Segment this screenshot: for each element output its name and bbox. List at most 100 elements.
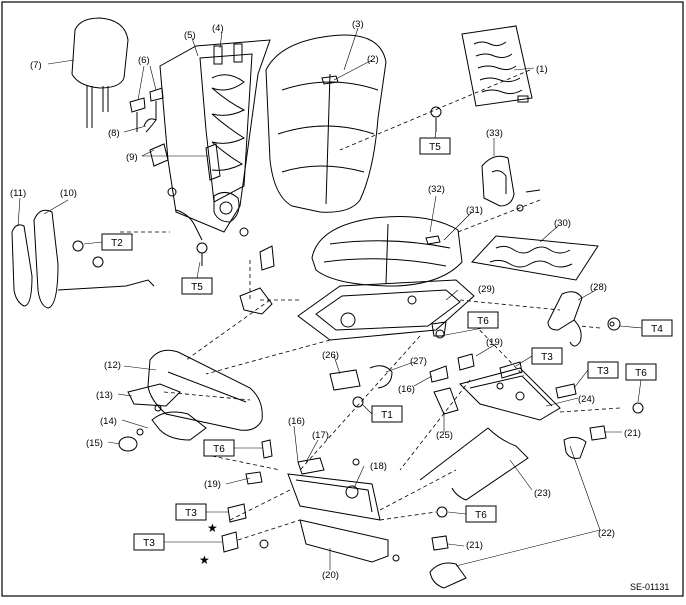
callout: (16) — [288, 416, 305, 427]
torque-box: T3 — [531, 347, 563, 365]
callout: (1) — [536, 64, 548, 75]
connector-bracket — [329, 369, 361, 391]
callout: (18) — [370, 461, 387, 472]
screw — [392, 554, 400, 562]
callout: (33) — [486, 128, 503, 139]
grommet — [72, 240, 84, 252]
slide-lever — [151, 411, 207, 441]
torque-label: T3 — [185, 508, 197, 519]
torque-label: T1 — [381, 410, 393, 421]
lower-bracket — [239, 287, 273, 315]
callout: (6) — [138, 55, 150, 66]
clip-part — [143, 118, 157, 133]
torque-boxes: T5 T2 T5 T6 T4 T3 T3 T6 — [101, 137, 673, 551]
torque-label: T3 — [541, 352, 553, 363]
side-shield — [481, 155, 541, 212]
bracket-parts — [149, 143, 221, 181]
seat-frame — [297, 279, 475, 341]
backrest-cover — [265, 34, 387, 213]
callout-labels: (1) (2) (3) (4) (5) (6) (7) (8) (9) (10)… — [10, 19, 641, 581]
bolts-right — [499, 317, 644, 414]
torque-label: T3 — [597, 366, 609, 377]
callout: (32) — [428, 184, 445, 195]
assembly-lines — [120, 69, 621, 541]
callout: (14) — [100, 416, 117, 427]
callout: (8) — [108, 128, 120, 139]
grommet — [92, 256, 104, 268]
callout: (27) — [410, 356, 427, 367]
callout: (23) — [534, 488, 551, 499]
figure-id: SE-01131 — [630, 582, 669, 592]
star-marks: ★ ★ — [199, 521, 218, 567]
cap — [118, 436, 138, 452]
callout: (12) — [104, 360, 121, 371]
headrest-guides — [129, 87, 164, 132]
torque-box: T3 — [175, 503, 207, 521]
callout: (15) — [86, 438, 103, 449]
torque-box: T6 — [625, 363, 657, 381]
callout: (20) — [322, 570, 339, 581]
callout: (2) — [367, 54, 379, 65]
torque-box: T6 — [467, 311, 499, 329]
screw — [154, 404, 162, 412]
torque-label: T6 — [477, 316, 489, 327]
callout: (19) — [204, 479, 221, 490]
callout: (28) — [590, 282, 607, 293]
seat-cushion — [311, 216, 463, 287]
clip-16 — [429, 365, 449, 383]
callout: (29) — [478, 284, 495, 295]
side-trim-cover — [147, 349, 263, 431]
washer — [435, 329, 445, 339]
callout: (31) — [466, 205, 483, 216]
torque-box: T2 — [101, 233, 133, 251]
callout: (30) — [554, 218, 571, 229]
callout: (13) — [96, 390, 113, 401]
torque-label: T5 — [429, 142, 441, 153]
callout: (11) — [10, 188, 26, 199]
nut — [609, 321, 615, 327]
callout: (7) — [30, 60, 42, 71]
callout: (16) — [398, 384, 415, 395]
release-wire — [57, 279, 155, 291]
callout: (19) — [486, 337, 503, 348]
recliner-mechanism — [167, 187, 249, 241]
torque-label: T3 — [143, 538, 155, 549]
seatbelt-buckle — [547, 291, 583, 347]
lever-knob — [127, 383, 181, 407]
torque-box: T5 — [419, 137, 451, 155]
callout: (9) — [126, 152, 138, 163]
torque-leaders — [83, 129, 643, 543]
star-icon: ★ — [199, 553, 210, 567]
torque-label: T6 — [635, 368, 647, 379]
towel-bar — [419, 427, 529, 501]
rail-cover — [299, 519, 389, 563]
torque-box: T4 — [641, 319, 673, 337]
bracket-25 — [433, 387, 459, 415]
clip-19 — [457, 353, 475, 371]
bolt — [196, 242, 208, 266]
backrest-frame — [159, 39, 271, 233]
callout: (21) — [624, 428, 641, 439]
callout: (25) — [436, 430, 453, 441]
callout: (3) — [352, 19, 364, 30]
torque-label: T6 — [475, 510, 487, 521]
screw — [136, 428, 144, 436]
lower-clip — [259, 245, 275, 271]
headrest — [71, 17, 129, 128]
star-icon: ★ — [207, 521, 218, 535]
torque-box: T3 — [133, 533, 165, 551]
side-covers — [11, 209, 59, 309]
callout: (26) — [322, 350, 339, 361]
end-cap — [429, 562, 467, 589]
callout: (5) — [184, 30, 196, 41]
torque-box: T3 — [587, 361, 619, 379]
harness — [369, 365, 393, 389]
cover-21 — [431, 535, 449, 551]
cover-21 — [589, 425, 607, 441]
callout: (24) — [578, 394, 595, 405]
bolts-left — [221, 439, 448, 553]
torque-box: T1 — [371, 405, 403, 423]
seat-rail-right — [459, 367, 561, 421]
